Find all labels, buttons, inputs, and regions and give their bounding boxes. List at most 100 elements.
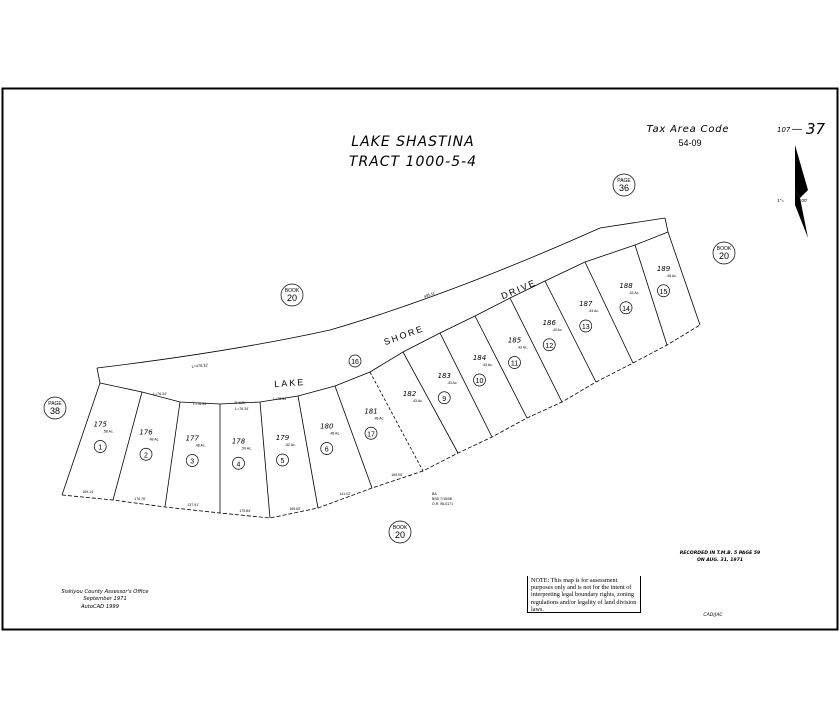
- lot-line: [164, 401, 181, 508]
- lot-line: [439, 332, 493, 438]
- lot-line: [369, 371, 424, 472]
- dimension: 495.11': [423, 291, 436, 299]
- lot-line: [474, 315, 528, 419]
- reference-circle: [280, 283, 304, 307]
- lot-number-circle: [320, 442, 334, 455]
- lot-number-circle: [657, 284, 670, 298]
- reference-number: 36: [619, 183, 629, 193]
- lot-number: 2: [144, 452, 148, 459]
- parcel-acreage: .43 Ac.: [412, 399, 423, 403]
- east-boundary: [667, 231, 701, 326]
- lot-line: [584, 261, 634, 364]
- dimension: 169.14': [82, 490, 94, 494]
- parcel-acreage: .43 Ac.: [588, 309, 599, 313]
- dimension: R=626': [234, 401, 245, 405]
- parcel-number: 177: [186, 435, 200, 443]
- road-lot-circle: [348, 354, 362, 368]
- assessor-office: Siskiyou County Assessor's Office: [61, 589, 148, 595]
- road-north-edge: [96, 217, 666, 369]
- parcel-acreage: .48 Ac.: [149, 437, 160, 441]
- annotation-2: BSD 7/15/58: [432, 497, 452, 501]
- lot-number: 1: [98, 445, 102, 452]
- title-line1: LAKE SHASTINA: [351, 134, 474, 150]
- parcel-number: 184: [473, 354, 486, 362]
- lot-number-circle: [473, 373, 486, 387]
- tax-area-code: 54-09: [678, 138, 701, 148]
- lot-line: [259, 401, 271, 519]
- lot-number-circle: [232, 456, 245, 470]
- scale-left: 1"=: [777, 198, 784, 203]
- lot-number-circle: [579, 319, 593, 333]
- reference-circle: [388, 520, 412, 544]
- lot-number-circle: [139, 447, 153, 461]
- reference-type: PAGE: [48, 401, 62, 407]
- reference-type: BOOK: [717, 246, 732, 252]
- map-page: 37: [806, 120, 826, 138]
- parcel-acreage: .50 Ac.: [241, 446, 252, 450]
- lot-line: [544, 280, 597, 383]
- lot-number-circle: [437, 391, 451, 405]
- lot-number: 3: [190, 459, 194, 466]
- assessor-cad: AutoCAD 1999: [80, 604, 119, 610]
- recorded-line2: ON AUG. 31, 1971: [697, 557, 743, 563]
- lot-line: [112, 391, 143, 501]
- parcel-acreage: .43 Ac.: [517, 346, 528, 350]
- reference-type: PAGE: [617, 178, 631, 184]
- lot-number: 13: [582, 324, 590, 331]
- annotation-1: BA: [432, 492, 437, 496]
- road-lot-number: 16: [351, 359, 359, 366]
- street-label-drive: DRIVE: [500, 277, 538, 301]
- parcel-number: 188: [619, 282, 633, 290]
- dimension: L=76.34': [235, 407, 249, 411]
- road-east-end: [664, 217, 669, 233]
- reference-circle: [43, 396, 67, 420]
- parcel-number: 180: [320, 423, 334, 431]
- parcel-number: 187: [579, 300, 593, 308]
- parcel-acreage: .43 Ac.: [482, 363, 493, 367]
- map-frame: [1, 87, 839, 631]
- reference-type: BOOK: [285, 288, 300, 294]
- dimension: 137.91': [187, 503, 199, 507]
- scale-right: 100': [799, 198, 808, 203]
- west-boundary: [61, 382, 101, 496]
- reference-number: 38: [50, 406, 60, 416]
- reference-circle: [612, 173, 636, 197]
- parcel-number: 179: [276, 434, 290, 442]
- dimension: 169.05': [391, 473, 403, 477]
- lot-number-circle: [93, 440, 107, 453]
- road-south-edge: [99, 231, 669, 405]
- lot-number: 17: [367, 431, 375, 438]
- reference-number: 20: [395, 530, 405, 540]
- parcel-number: 185: [508, 337, 522, 345]
- lot-number: 10: [476, 378, 484, 385]
- dimension: L=76.34': [273, 397, 287, 401]
- parcel-acreage: .48 Ac.: [329, 432, 340, 436]
- parcel-number: 189: [657, 265, 671, 273]
- parcel-number: 183: [438, 372, 451, 380]
- street-label-lake: LAKE: [274, 377, 306, 389]
- parcel-number: 176: [139, 428, 153, 436]
- lot-number-circle: [619, 301, 633, 315]
- title-line2: TRACT 1000-5-4: [349, 154, 477, 170]
- lot-number: 6: [325, 447, 329, 454]
- lot-number: 11: [511, 361, 518, 368]
- parcel-number: 175: [94, 421, 108, 429]
- recorded-line1: RECORDED IN T.M.B. 5 PAGE 59: [680, 550, 760, 556]
- dimension: L=76.34': [153, 392, 167, 396]
- reference-number: 20: [287, 293, 297, 303]
- lot-line: [509, 297, 563, 403]
- parcel-acreage: .52 Ac.: [285, 443, 296, 447]
- drafter-initials: CAD/JAC: [703, 612, 723, 618]
- lot-number: 14: [622, 306, 630, 313]
- dimension: L=478.32': [191, 363, 208, 368]
- lot-number-circle: [542, 338, 556, 352]
- lot-line: [297, 395, 319, 509]
- parcel-acreage: .48 Ac.: [374, 416, 385, 420]
- north-arrow-icon: [795, 145, 808, 238]
- reference-circle: [712, 241, 736, 265]
- map-dash: —: [792, 124, 802, 135]
- lot-number-circle: [508, 356, 521, 369]
- dimension: 141.02': [339, 492, 351, 496]
- parcel-acreage: .43 Ac.: [629, 291, 640, 295]
